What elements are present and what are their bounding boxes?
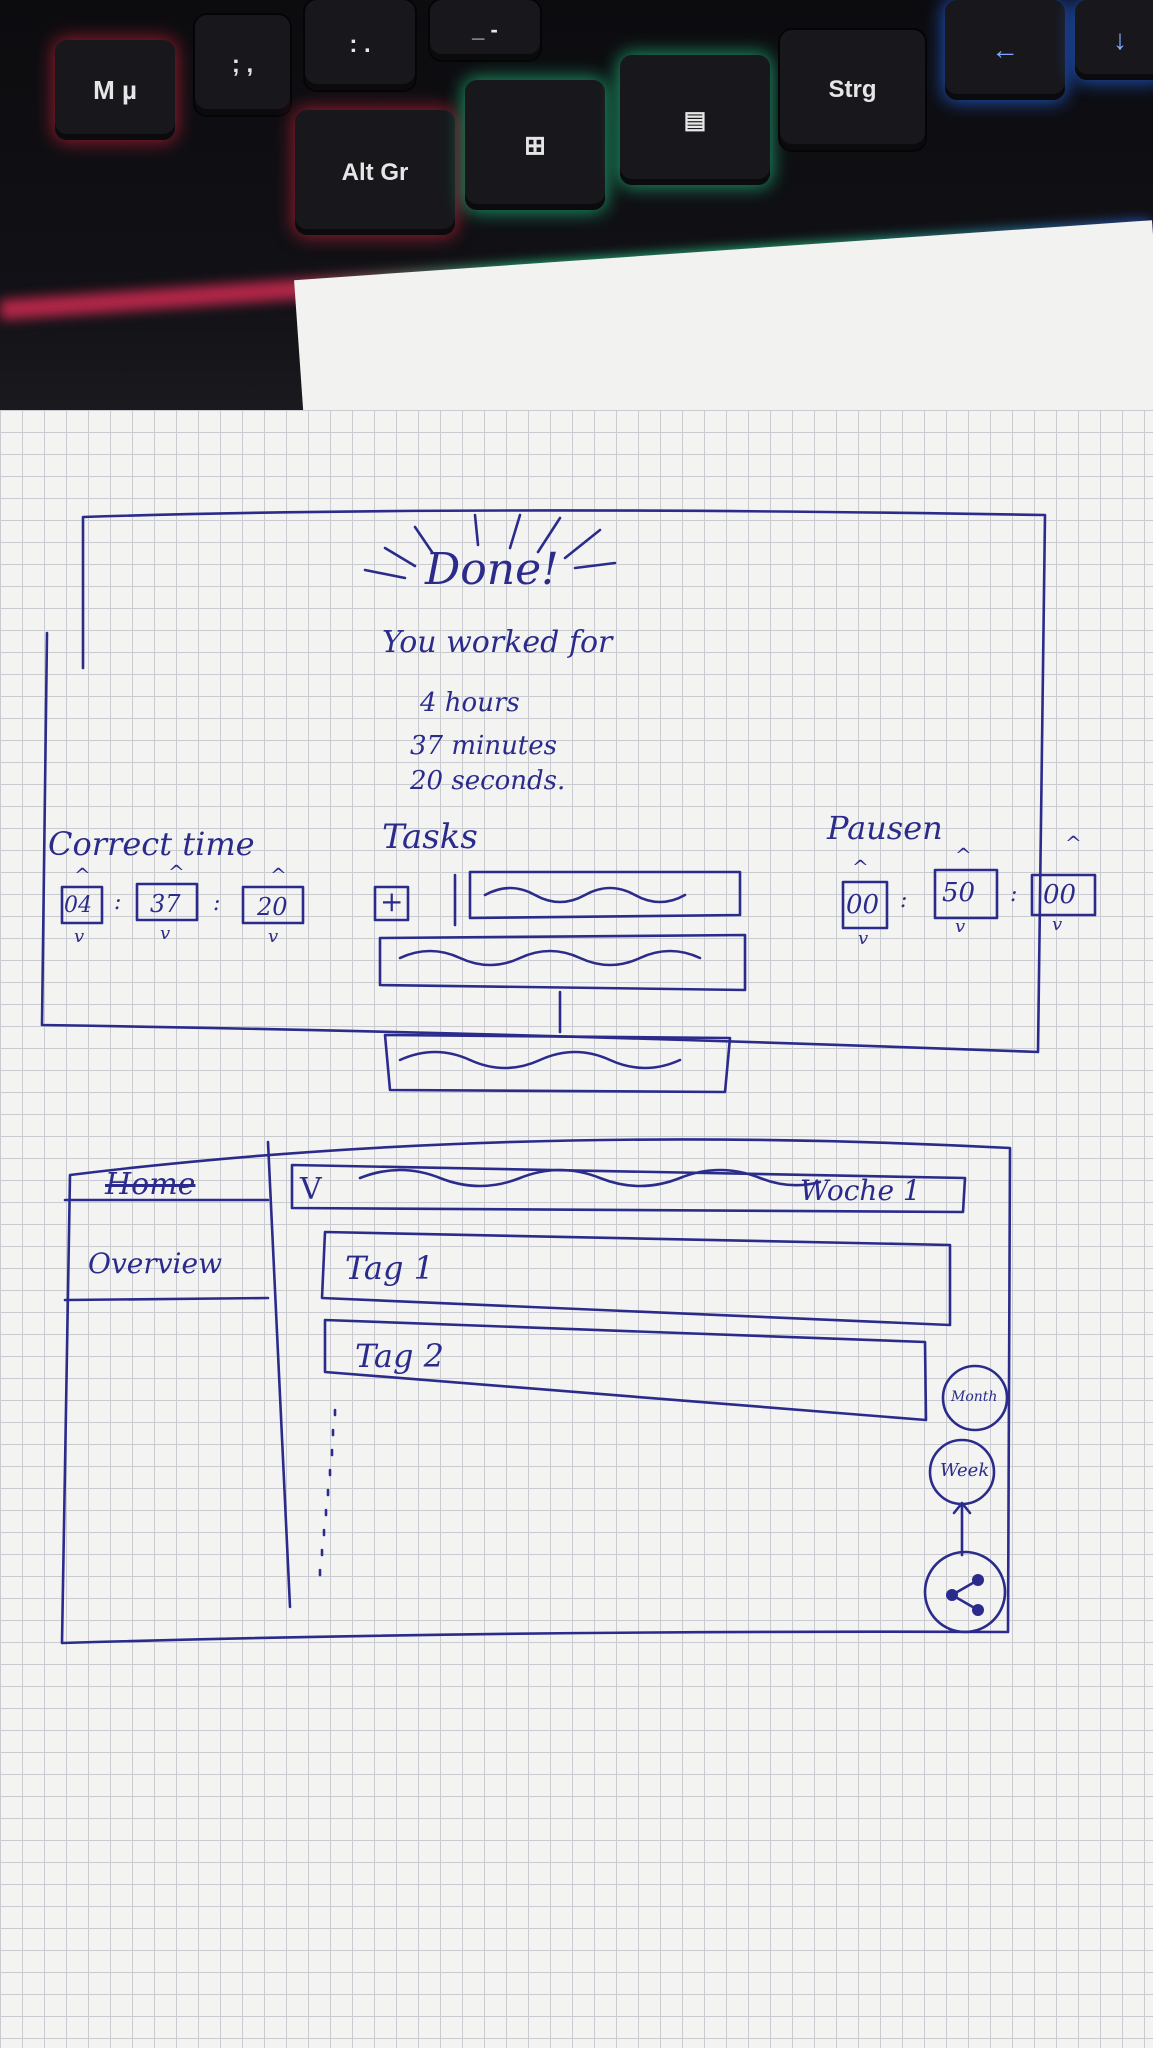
pausen-hours-down[interactable]: v	[858, 928, 869, 949]
key-left-arrow: ←	[945, 0, 1065, 100]
key-altgr: Alt Gr	[295, 110, 455, 235]
correct-minutes-up[interactable]: ^	[168, 860, 185, 884]
correct-minutes-down[interactable]: v	[160, 923, 171, 944]
key-down-arrow: ↓	[1075, 0, 1153, 80]
done-title: Done!	[425, 544, 559, 595]
key-colon: : .	[305, 0, 415, 90]
day-row-label[interactable]: Tag 2	[355, 1337, 444, 1375]
pausen-minutes-field[interactable]: 50	[942, 878, 976, 908]
key-dash: _ -	[430, 0, 540, 60]
sidebar-item-home[interactable]: Home	[105, 1167, 196, 1202]
done-rays	[363, 513, 617, 580]
sidebar-item-overview[interactable]: Overview	[88, 1247, 223, 1280]
pausen-minutes-up[interactable]: ^	[955, 843, 972, 867]
month-view-button[interactable]: Month	[951, 1389, 998, 1405]
task-list	[373, 870, 747, 1094]
key-m: M µ	[55, 40, 175, 140]
correct-seconds-down[interactable]: v	[268, 926, 279, 947]
pausen-minutes-down[interactable]: v	[955, 916, 966, 937]
correct-time-boxes	[60, 882, 305, 925]
correct-hours-up[interactable]: ^	[74, 863, 91, 887]
pausen-seconds-field[interactable]: 00	[1043, 880, 1077, 910]
hours-value: 4 hours	[420, 688, 520, 718]
correct-seconds-field[interactable]: 20	[257, 893, 288, 921]
time-separator: :	[213, 891, 221, 916]
correct-time-label: Correct time	[48, 825, 255, 863]
pausen-boxes	[841, 868, 1097, 930]
pausen-separator: :	[1010, 882, 1018, 907]
seconds-value: 20 seconds.	[410, 766, 566, 796]
week-view-button[interactable]: Week	[940, 1460, 990, 1481]
tasks-label: Tasks	[382, 817, 478, 857]
key-windows: ⊞	[465, 80, 605, 210]
worked-for-label: You worked for	[382, 625, 613, 660]
correct-hours-down[interactable]: v	[74, 926, 85, 947]
share-icon	[946, 1574, 984, 1616]
pausen-hours-up[interactable]: ^	[852, 855, 869, 879]
pausen-seconds-down[interactable]: v	[1052, 914, 1063, 935]
week-label: Woche 1	[800, 1174, 921, 1207]
windows-icon: ⊞	[524, 129, 546, 160]
week-collapse-toggle[interactable]: V	[300, 1172, 322, 1207]
time-separator: :	[114, 890, 122, 915]
day-row-label[interactable]: Tag 1	[345, 1249, 434, 1287]
pausen-label: Pausen	[827, 809, 943, 847]
pausen-hours-field[interactable]: 00	[846, 890, 880, 920]
add-task-button[interactable]: +	[380, 885, 404, 918]
pausen-seconds-up[interactable]: ^	[1065, 831, 1082, 855]
correct-minutes-field[interactable]: 37	[150, 890, 181, 918]
key-menu: ▤	[620, 55, 770, 185]
correct-hours-field[interactable]: 04	[64, 893, 92, 918]
correct-seconds-up[interactable]: ^	[270, 863, 287, 887]
key-strg: Strg	[780, 30, 925, 150]
minutes-value: 37 minutes	[410, 731, 557, 761]
menu-icon: ▤	[683, 106, 707, 134]
key-semicolon: ; ,	[195, 15, 290, 115]
graph-paper	[0, 410, 1153, 2048]
pausen-separator: :	[900, 888, 908, 913]
